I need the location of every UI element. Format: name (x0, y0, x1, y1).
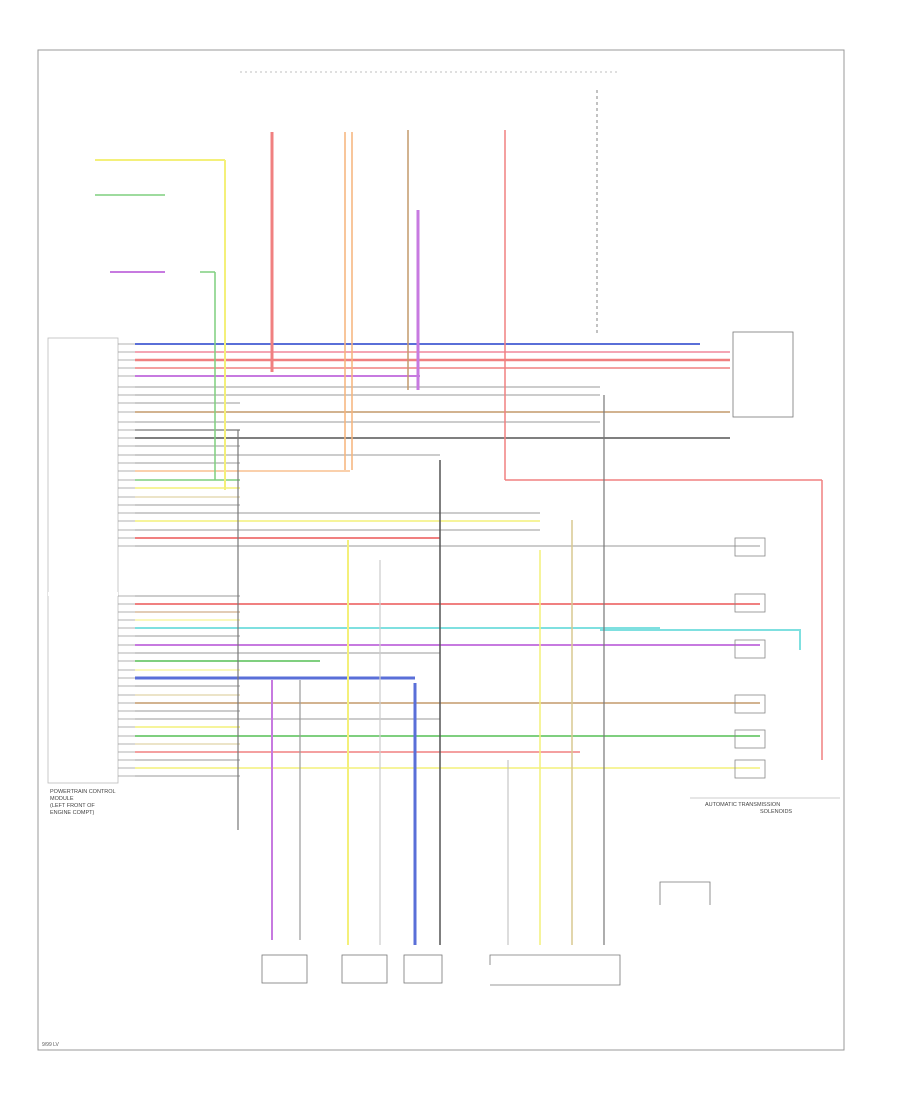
trans-label-line-1: AUTOMATIC TRANSMISSION (705, 802, 780, 808)
solenoid-0 (734, 537, 766, 557)
fluid-temp-sensor (341, 954, 388, 984)
diagram-frame (37, 49, 845, 1051)
trans-label-line-2: SOLENOIDS (760, 809, 792, 815)
pcm-label-line-4: ENGINE COMPT) (50, 810, 94, 816)
throttle-position-sensor (403, 954, 443, 984)
signal-wires (95, 159, 760, 777)
wire-cyan-loop (600, 629, 801, 650)
solenoid-2 (734, 639, 766, 659)
solenoid-4 (734, 729, 766, 749)
solenoid-1 (734, 593, 766, 613)
input-speed-sensor (261, 954, 308, 984)
vehicle-speed-sensor-box (732, 331, 794, 418)
footer-code: 9/99 LV (42, 1042, 60, 1048)
pcm-label: POWERTRAIN CONTROL MODULE (LEFT FRONT OF… (50, 789, 116, 816)
pcm-label-line-2: MODULE (50, 796, 74, 802)
pcm-label-line-1: POWERTRAIN CONTROL (50, 789, 116, 795)
ground-loop (659, 881, 711, 905)
pcm-label-line-3: (LEFT FRONT OF (50, 803, 95, 809)
pcm-pin-rows (118, 343, 135, 777)
solenoid-5 (734, 759, 766, 779)
solenoid-3 (734, 694, 766, 714)
trans-solenoids-label: AUTOMATIC TRANSMISSION SOLENOIDS (690, 797, 840, 815)
range-switch (489, 954, 621, 986)
pcm-block (47, 337, 119, 784)
pcm-split (48, 592, 118, 596)
solenoid-group (734, 537, 766, 779)
